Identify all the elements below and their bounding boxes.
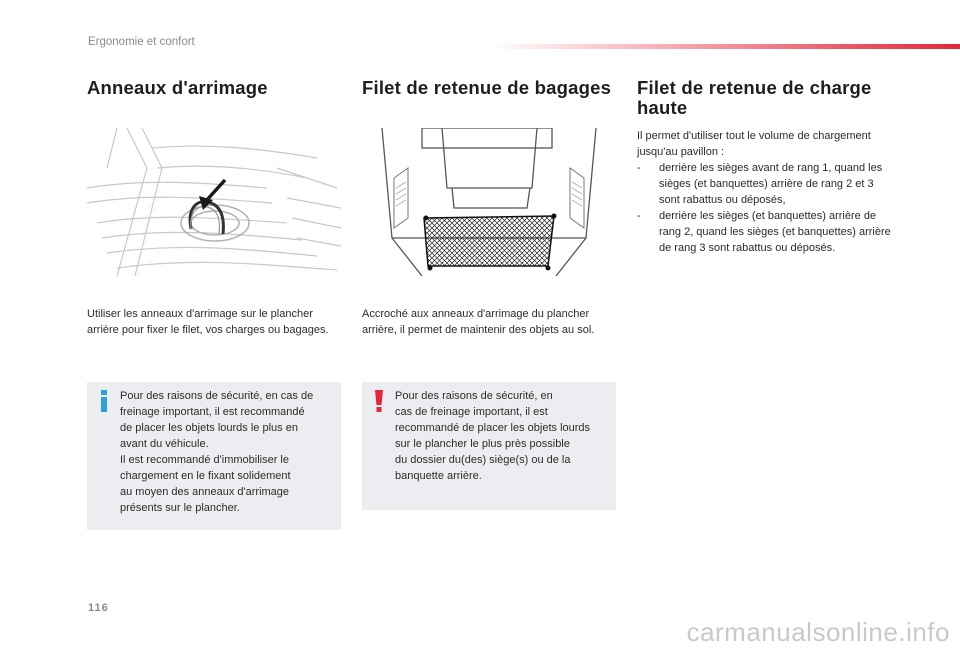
list-item: derrière les sièges (et banquettes) arri… [637, 208, 897, 256]
note-line: Il est recommandé d'immobiliser le [120, 454, 289, 466]
heading-line-2: haute [637, 97, 688, 118]
column-high-load-net: Filet de retenue de charge haute Il perm… [637, 78, 897, 255]
heading-tie-down-rings: Anneaux d'arrimage [87, 77, 268, 98]
luggage-net-illustration [362, 128, 616, 276]
heading-high-load-net: Filet de retenue de charge haute [637, 78, 897, 118]
tie-down-rings-description: Utiliser les anneaux d'arrimage sur le p… [87, 308, 329, 336]
page-number: 116 [88, 602, 109, 614]
note-line: Pour des raisons de sécurité, en [395, 390, 553, 402]
high-load-net-list: derrière les sièges avant de rang 1, qua… [637, 160, 897, 256]
info-note-box: Pour des raisons de sécurité, en cas de … [87, 382, 341, 530]
warning-note-text: Pour des raisons de sécurité, en cas de … [395, 388, 611, 484]
heading-line-1: Filet de retenue de charge [637, 77, 872, 98]
info-note-text: Pour des raisons de sécurité, en cas de … [120, 388, 336, 516]
high-load-net-intro: Il permet d'utiliser tout le volume de c… [637, 130, 871, 158]
header-accent-bar [490, 44, 960, 49]
warning-note-box: Pour des raisons de sécurité, en cas de … [362, 382, 616, 510]
watermark: carmanualsonline.info [686, 617, 950, 647]
note-line: du dossier du(des) siège(s) ou de la [395, 454, 571, 466]
list-item: derrière les sièges avant de rang 1, qua… [637, 160, 897, 208]
section-title: Ergonomie et confort [88, 36, 195, 48]
column-luggage-net: Filet de retenue de bagages [362, 77, 616, 336]
heading-luggage-net: Filet de retenue de bagages [362, 77, 612, 98]
luggage-net-description: Accroché aux anneaux d'arrimage du planc… [362, 308, 595, 336]
warning-icon [372, 390, 386, 412]
note-line: chargement en le fixant solidement [120, 470, 291, 482]
note-line: recommandé de placer les objets lourds [395, 422, 591, 434]
note-line: cas de freinage important, il est [395, 406, 548, 418]
column-tie-down-rings: Anneaux d'arrimage Utiliser les anneau [87, 77, 341, 336]
note-line: présents sur le plancher. [120, 502, 240, 514]
tie-down-ring-illustration [87, 128, 341, 276]
note-line: banquette arrière. [395, 470, 482, 482]
note-line: avant du véhicule. [120, 438, 209, 450]
note-line: de placer les objets lourds le plus en [120, 422, 298, 434]
note-line: sur le plancher le plus près possible [395, 438, 570, 450]
info-icon [97, 390, 111, 412]
note-line: au moyen des anneaux d'arrimage [120, 486, 290, 498]
note-line: freinage important, il est recommandé [120, 406, 305, 418]
note-line: Pour des raisons de sécurité, en cas de [120, 390, 314, 402]
